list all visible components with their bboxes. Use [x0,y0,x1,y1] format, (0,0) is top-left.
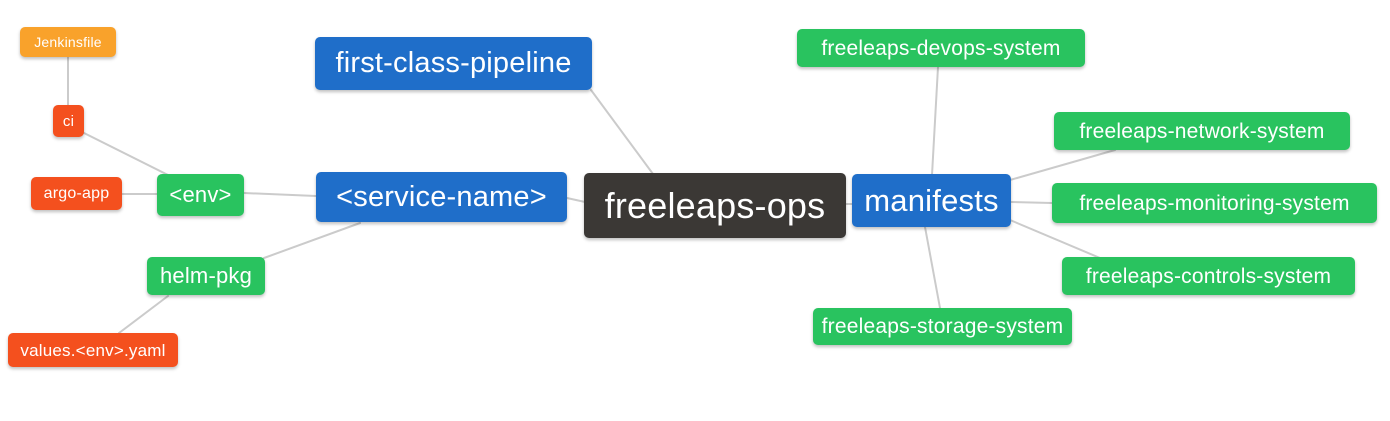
node-freeleaps-storage-system[interactable]: freeleaps-storage-system [813,308,1072,345]
node-jenkinsfile[interactable]: Jenkinsfile [20,27,116,57]
node-argo-app[interactable]: argo-app [31,177,122,210]
node-freeleaps-ops[interactable]: freeleaps-ops [584,173,846,238]
edge-manifests-freeleaps-network-system [1009,149,1116,181]
node-values-env-yaml[interactable]: values.<env>.yaml [8,333,178,367]
node-freeleaps-monitoring-system[interactable]: freeleaps-monitoring-system [1052,183,1377,223]
node-env[interactable]: <env> [157,174,244,216]
edge-helm-pkg-service-name [263,222,361,259]
edge-manifests-freeleaps-storage-system [924,226,941,309]
edge-first-class-pipeline-freeleaps-ops [590,89,654,175]
edge-manifests-freeleaps-monitoring-system [1010,201,1053,204]
edge-manifests-freeleaps-controls-system [1009,219,1101,259]
edge-values-env-yaml-helm-pkg [118,295,169,334]
node-manifests[interactable]: manifests [852,174,1011,227]
edge-manifests-freeleaps-devops-system [931,66,939,176]
node-freeleaps-network-system[interactable]: freeleaps-network-system [1054,112,1350,150]
node-helm-pkg[interactable]: helm-pkg [147,257,265,295]
node-first-class-pipeline[interactable]: first-class-pipeline [315,37,592,90]
node-freeleaps-controls-system[interactable]: freeleaps-controls-system [1062,257,1355,295]
edge-ci-env [81,131,171,177]
edge-env-service-name [243,192,317,197]
node-ci[interactable]: ci [53,105,84,137]
node-freeleaps-devops-system[interactable]: freeleaps-devops-system [797,29,1085,67]
node-service-name[interactable]: <service-name> [316,172,567,222]
edge-service-name-freeleaps-ops [566,197,586,203]
